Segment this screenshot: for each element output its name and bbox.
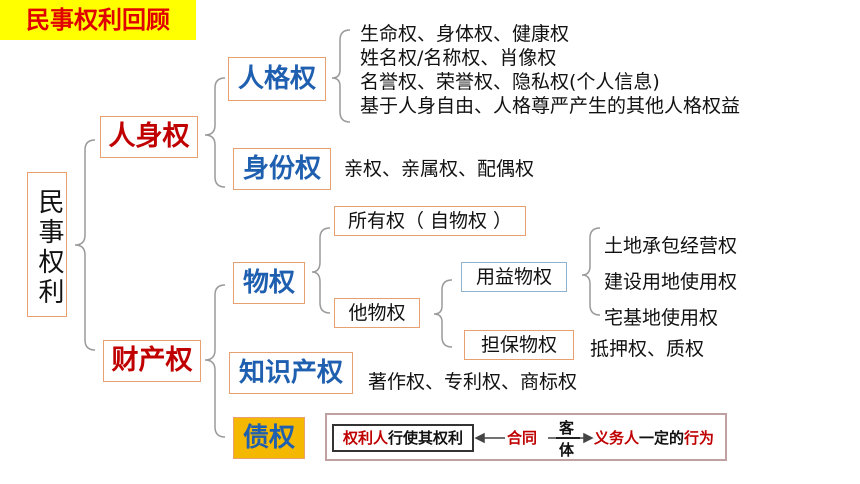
node-usufruct: 用益物权 (461, 262, 567, 292)
obligee-box: 权利人行使其权利 (332, 424, 474, 452)
node-personal-rights: 人身权 (100, 116, 198, 158)
object-bottom: 体 (559, 441, 575, 459)
obligor-label: 义务人 (594, 429, 640, 447)
node-real-rights: 物权 (233, 262, 305, 304)
node-debt-rights: 债权 (233, 417, 305, 459)
node-personality-rights: 人格权 (228, 57, 326, 101)
identity-items: 亲权、亲属权、配偶权 (344, 158, 535, 180)
obligee-label: 权利人 (342, 429, 388, 447)
root-node-civil-rights: 民事权利 (27, 172, 67, 317)
usufruct-items: 土地承包经营权 建设用地使用权 宅基地使用权 (604, 228, 737, 336)
object-top: 客 (559, 419, 575, 437)
node-intellectual-property: 知识产权 (229, 352, 353, 394)
debt-relation-box (325, 413, 727, 461)
usufruct-item-2: 建设用地使用权 (604, 271, 738, 293)
usufruct-item-3: 宅基地使用权 (604, 307, 719, 329)
node-other-real-rights: 他物权 (334, 298, 420, 328)
ip-items: 著作权、专利权、商标权 (368, 371, 578, 393)
personality-item-2: 姓名权/名称权、肖像权 (360, 47, 557, 69)
obligee-action: 行使其权利 (388, 429, 464, 447)
page-title: 民事权利回顾 (0, 0, 196, 40)
obligor-act: 行为 (684, 429, 715, 447)
contract-label: 合同 (507, 429, 538, 447)
personality-item-1: 生命权、身体权、健康权 (360, 23, 570, 45)
personality-item-3: 名誉权、荣誉权、隐私权(个人信息) (360, 71, 660, 93)
object-label: 客 体 (559, 417, 574, 461)
personality-items: 生命权、身体权、健康权 姓名权/名称权、肖像权 名誉权、荣誉权、隐私权(个人信息… (360, 22, 740, 118)
usufruct-item-1: 土地承包经营权 (604, 235, 738, 257)
node-ownership: 所有权（ 自物权 ） (334, 206, 526, 236)
node-security-interest: 担保物权 (464, 330, 574, 360)
node-property-rights: 财产权 (103, 340, 201, 382)
node-identity-rights: 身份权 (233, 148, 331, 190)
obligor-definite: 一定的 (639, 429, 685, 447)
personality-item-4: 基于人身自由、人格尊严产生的其他人格权益 (360, 95, 741, 117)
obligor-text: 义务人一定的行为 (594, 427, 714, 448)
security-items: 抵押权、质权 (590, 338, 705, 360)
